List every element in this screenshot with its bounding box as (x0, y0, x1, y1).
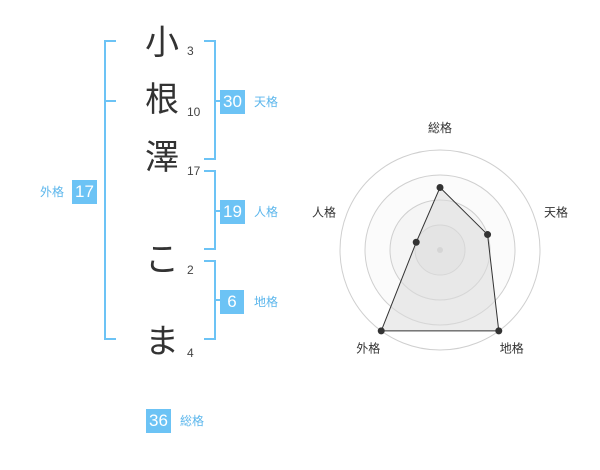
tenkaku-value: 30 (220, 90, 245, 114)
tenkaku-label: 天格 (254, 95, 279, 109)
jinkaku-value: 19 (220, 200, 245, 224)
gaikaku-value: 17 (72, 180, 97, 204)
radar-axis-label-5: 人格 (312, 204, 336, 219)
jinkaku-label: 人格 (254, 205, 279, 219)
jinkaku-bracket (204, 170, 216, 250)
tenkaku-bracket (204, 40, 216, 160)
stroke-count-5: 4 (187, 346, 194, 360)
gaikaku-label: 外格 (40, 185, 65, 199)
radar-axis-label-3: 地格 (500, 341, 524, 356)
jinkaku-bracket-tick (216, 210, 222, 212)
soukaku-label: 総格 (180, 414, 205, 428)
name-char-2: 根 (145, 80, 179, 120)
radar-axis-label-2: 天格 (544, 204, 568, 219)
chikaku-value: 6 (220, 290, 244, 314)
chikaku-label: 地格 (254, 295, 279, 309)
stroke-count-4: 2 (187, 263, 194, 277)
name-char-3: 澤 (145, 138, 179, 178)
chikaku-bracket-tick (216, 299, 222, 301)
radar-point-5 (412, 238, 420, 246)
stroke-count-3: 17 (187, 164, 201, 178)
name-char-5: ま (145, 322, 179, 362)
tenkaku-bracket-tick (216, 100, 222, 102)
gaikaku-bracket-tick (104, 100, 116, 102)
gaikaku-bracket (104, 40, 116, 340)
radar-axis-label-1: 総格 (428, 120, 452, 135)
name-char-1: 小 (145, 23, 179, 63)
radar-point-3 (495, 327, 503, 335)
chikaku-bracket (204, 260, 216, 340)
radar-axis-label-4: 外格 (356, 341, 380, 356)
radar-point-1 (436, 184, 444, 191)
radar-point-2 (484, 231, 492, 239)
name-char-4: こ (145, 240, 179, 280)
stroke-count-1: 3 (187, 44, 194, 58)
soukaku-value: 36 (146, 409, 171, 433)
radar-point-4 (377, 327, 385, 335)
stroke-count-2: 10 (187, 105, 201, 119)
radar-polygon (380, 186, 500, 332)
